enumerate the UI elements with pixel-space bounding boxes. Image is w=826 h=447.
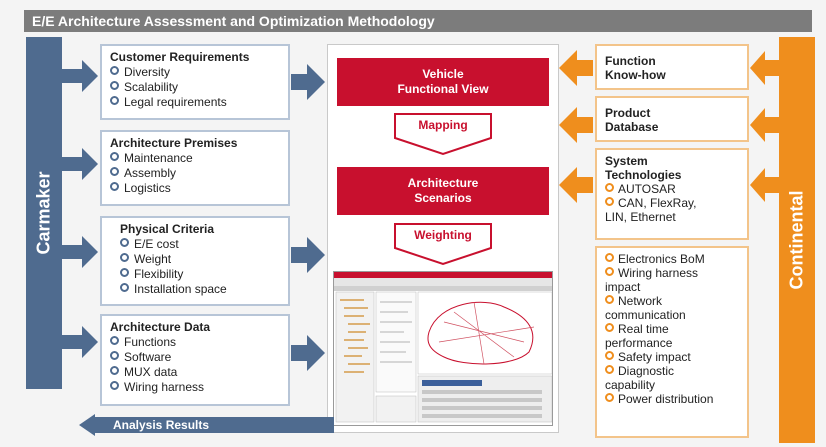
product-database-box: Product Database: [595, 96, 749, 142]
box-heading: Architecture Data: [110, 320, 211, 334]
list-item: E/E cost: [120, 237, 288, 252]
architecture-scenarios-box: Architecture Scenarios: [337, 167, 549, 215]
arrow-icon: [291, 335, 325, 371]
bullet-icon: [110, 381, 119, 390]
box-heading: System Technologies: [605, 154, 682, 182]
list-item: Maintenance: [110, 151, 288, 166]
list-item: Functions: [110, 335, 288, 350]
bullet-icon: [110, 336, 119, 345]
function-knowhow-box: Function Know-how: [595, 44, 749, 90]
list-item: Wiring harness: [110, 380, 288, 395]
list-item: Real time performance: [605, 322, 673, 350]
software-screenshot: [333, 271, 553, 426]
down-arrow-icon: [394, 223, 492, 266]
box-heading: Customer Requirements: [110, 50, 250, 64]
bullet-icon: [110, 366, 119, 375]
list-item: AUTOSAR: [605, 182, 747, 196]
tool-window-image: [334, 272, 552, 423]
list-item: Wiring harness impact: [605, 266, 699, 294]
list-item: Flexibility: [120, 267, 288, 282]
bullet-icon: [605, 351, 614, 360]
bullet-icon: [110, 96, 119, 105]
bullet-icon: [605, 183, 614, 192]
bullet-icon: [110, 152, 119, 161]
carmaker-label: Carmaker: [33, 171, 54, 255]
arrow-icon: [62, 326, 98, 358]
arrow-icon: [750, 108, 779, 142]
architecture-data-box: Architecture Data Functions Software MUX…: [100, 314, 290, 406]
list-item: Diagnostic capability: [605, 364, 675, 392]
bullet-icon: [120, 238, 129, 247]
bullet-icon: [110, 351, 119, 360]
left-arrow-icon: [79, 414, 334, 436]
customer-requirements-box: Customer Requirements Diversity Scalabil…: [100, 44, 290, 120]
carmaker-arrows: [62, 60, 98, 358]
arrow-icon: [559, 50, 593, 86]
list-item: Scalability: [110, 80, 288, 95]
bullet-icon: [120, 268, 129, 277]
arrow-icon: [750, 51, 779, 85]
bullet-icon: [110, 167, 119, 176]
system-technologies-box: System Technologies AUTOSAR CAN, FlexRay…: [595, 148, 749, 240]
list-item: Software: [110, 350, 288, 365]
bullet-icon: [605, 197, 614, 206]
arrow-icon: [559, 167, 593, 203]
bullet-icon: [110, 81, 119, 90]
list-item: Weight: [120, 252, 288, 267]
bullet-icon: [110, 182, 119, 191]
list-item: Installation space: [120, 282, 288, 297]
continental-band: Continental: [779, 37, 815, 443]
list-item: Legal requirements: [110, 95, 288, 110]
physical-criteria-box: Physical Criteria E/E cost Weight Flexib…: [100, 216, 290, 306]
continental-label: Continental: [786, 190, 807, 290]
bullet-icon: [110, 66, 119, 75]
list-item: Assembly: [110, 166, 288, 181]
architecture-premises-box: Architecture Premises Maintenance Assemb…: [100, 130, 290, 206]
bullet-icon: [605, 323, 614, 332]
list-item: MUX data: [110, 365, 288, 380]
bullet-icon: [605, 267, 614, 276]
arrow-icon: [291, 64, 325, 100]
list-item: Electronics BoM: [605, 252, 747, 266]
bullet-icon: [605, 295, 614, 304]
list-item: CAN, FlexRay, LIN, Ethernet: [605, 196, 697, 224]
list-item: Logistics: [110, 181, 288, 196]
list-item: Power distribution: [605, 392, 747, 406]
arrow-icon: [62, 60, 98, 92]
down-arrow-icon: [394, 113, 492, 156]
mapping-arrow: Mapping: [393, 112, 493, 156]
weighting-label: Weighting: [414, 228, 472, 242]
bullet-icon: [120, 253, 129, 262]
box-heading: Architecture Premises: [110, 136, 238, 150]
weighting-arrow: Weighting: [393, 222, 493, 266]
analysis-results-arrow: Analysis Results: [79, 414, 334, 436]
bullet-icon: [120, 283, 129, 292]
assessment-criteria-box: Electronics BoM Wiring harness impact Ne…: [595, 246, 749, 438]
box-heading: Physical Criteria: [120, 222, 215, 236]
continental-arrows: [750, 51, 779, 202]
box-heading: Function Know-how: [605, 54, 666, 82]
analysis-results-label: Analysis Results: [113, 418, 210, 432]
mapping-label: Mapping: [418, 118, 468, 132]
arrow-icon: [291, 237, 325, 273]
bullet-icon: [605, 365, 614, 374]
input-arrows: [291, 64, 325, 371]
bullet-icon: [605, 393, 614, 402]
arrow-icon: [62, 236, 98, 268]
vehicle-functional-view-box: Vehicle Functional View: [337, 58, 549, 106]
assessment-list: Electronics BoM Wiring harness impact Ne…: [605, 252, 747, 406]
arrow-icon: [559, 107, 593, 143]
diagram-title: E/E Architecture Assessment and Optimiza…: [32, 13, 435, 29]
knowhow-arrows: [559, 50, 593, 203]
bullet-icon: [605, 253, 614, 262]
carmaker-band: Carmaker: [26, 37, 62, 389]
title-bar: E/E Architecture Assessment and Optimiza…: [24, 10, 812, 32]
box-heading: Product Database: [605, 106, 659, 134]
arrow-icon: [750, 168, 779, 202]
list-item: Safety impact: [605, 350, 747, 364]
list-item: Diversity: [110, 65, 288, 80]
list-item: Network communication: [605, 294, 686, 322]
arrow-icon: [62, 148, 98, 180]
